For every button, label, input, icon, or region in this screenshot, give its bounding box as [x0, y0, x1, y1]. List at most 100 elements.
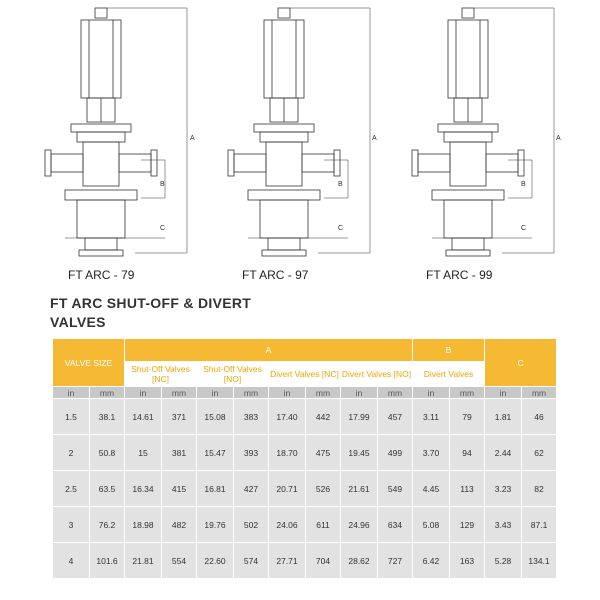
subheader-divert-nc: Divert Valves [NC]	[269, 362, 340, 386]
table-cell: 17.99	[341, 399, 377, 434]
table-cell: 129	[450, 507, 485, 542]
table-cell: 4.45	[413, 471, 449, 506]
table-cell: 134.1	[522, 543, 557, 578]
figure-label: FT ARC - 99	[426, 268, 493, 282]
table-cell: 526	[306, 471, 340, 506]
table-cell: 371	[162, 399, 196, 434]
valve-drawings: A B C A B C A B C	[44, 7, 561, 257]
dim-letter-b: B	[338, 181, 343, 188]
table-cell: 383	[234, 399, 268, 434]
table-cell: 6.42	[413, 543, 449, 578]
dim-letter-a: A	[190, 135, 195, 142]
unit-cell: in	[67, 387, 75, 398]
table-cell: 727	[378, 543, 412, 578]
table-cell: 20.71	[269, 471, 305, 506]
unit-cell: mm	[171, 387, 187, 398]
table-cell: 704	[306, 543, 340, 578]
unit-cell: mm	[459, 387, 475, 398]
table-cell: 101.6	[90, 543, 124, 578]
table-cell: 19.45	[341, 435, 377, 470]
table-cell: 634	[378, 507, 412, 542]
table-cell: 17.40	[269, 399, 305, 434]
figure-label: FT ARC - 97	[242, 268, 309, 282]
table-cell: 15.47	[197, 435, 233, 470]
valve-drawing-79	[44, 7, 188, 257]
table-cell: 415	[162, 471, 196, 506]
table-cell: 442	[306, 399, 340, 434]
table-cell: 381	[162, 435, 196, 470]
table-cell: 21.61	[341, 471, 377, 506]
dim-letter-b: B	[160, 181, 165, 188]
table-cell: 5.08	[413, 507, 449, 542]
table-cell: 1.81	[485, 399, 522, 434]
table-cell: 1.5	[53, 399, 89, 434]
subheader-divert: Divert Valves	[413, 362, 485, 386]
section-title-line: VALVES	[50, 314, 106, 330]
unit-cell: in	[139, 387, 147, 398]
subheader-shutoff-no: Shut-Off Valves [NO]	[197, 362, 268, 386]
unit-cell: mm	[531, 387, 547, 398]
table-cell: 2.5	[53, 471, 89, 506]
table-cell: 46	[522, 399, 557, 434]
table-cell: 3.11	[413, 399, 449, 434]
table-cell: 113	[450, 471, 485, 506]
section-title-line: FT ARC SHUT-OFF & DIVERT	[50, 295, 252, 311]
spec-table: VALVE SIZE A B C Shut-Off Valves [NC] Sh…	[52, 338, 557, 579]
table-cell: 457	[378, 399, 412, 434]
unit-cell: in	[211, 387, 219, 398]
table-cell: 574	[234, 543, 268, 578]
table-cell: 554	[162, 543, 196, 578]
table-cell: 21.81	[125, 543, 161, 578]
table-cell: 499	[378, 435, 412, 470]
table-cell: 482	[162, 507, 196, 542]
unit-cell: in	[355, 387, 363, 398]
table-cell: 87.1	[522, 507, 557, 542]
unit-cell: mm	[99, 387, 115, 398]
table-cell: 76.2	[90, 507, 124, 542]
section-title: FT ARC SHUT-OFF & DIVERT VALVES	[50, 294, 350, 332]
table-cell: 3	[53, 507, 89, 542]
header-valve-size: VALVE SIZE	[53, 339, 124, 386]
table-cell: 19.76	[197, 507, 233, 542]
table-cell: 3.43	[485, 507, 522, 542]
table-cell: 611	[306, 507, 340, 542]
valve-drawing-97	[227, 7, 371, 257]
table-cell: 3.70	[413, 435, 449, 470]
table-cell: 16.34	[125, 471, 161, 506]
subheader-shutoff-nc: Shut-Off Valves [NC]	[125, 362, 196, 386]
table-cell: 24.96	[341, 507, 377, 542]
table-cell: 5.28	[485, 543, 522, 578]
header-c: C	[485, 339, 557, 386]
table-cell: 2.44	[485, 435, 522, 470]
table-cell: 50.8	[90, 435, 124, 470]
header-b: B	[413, 339, 485, 361]
figure-label: FT ARC - 79	[68, 268, 135, 282]
valve-drawing-99	[411, 7, 555, 257]
table-cell: 27.71	[269, 543, 305, 578]
unit-cell: in	[427, 387, 435, 398]
table-cell: 393	[234, 435, 268, 470]
table-cell: 18.98	[125, 507, 161, 542]
header-a: A	[125, 339, 412, 361]
table-cell: 3.23	[485, 471, 522, 506]
table-cell: 38.1	[90, 399, 124, 434]
dim-letter-c: C	[338, 225, 343, 232]
table-cell: 14.61	[125, 399, 161, 434]
table-cell: 79	[450, 399, 485, 434]
table-cell: 24.06	[269, 507, 305, 542]
table-cell: 502	[234, 507, 268, 542]
table-cell: 16.81	[197, 471, 233, 506]
unit-cell: mm	[315, 387, 331, 398]
table-cell: 28.62	[341, 543, 377, 578]
dim-letter-c: C	[160, 225, 165, 232]
table-cell: 15	[125, 435, 161, 470]
dim-letter-a: A	[556, 135, 561, 142]
unit-cell: in	[499, 387, 507, 398]
table-cell: 63.5	[90, 471, 124, 506]
